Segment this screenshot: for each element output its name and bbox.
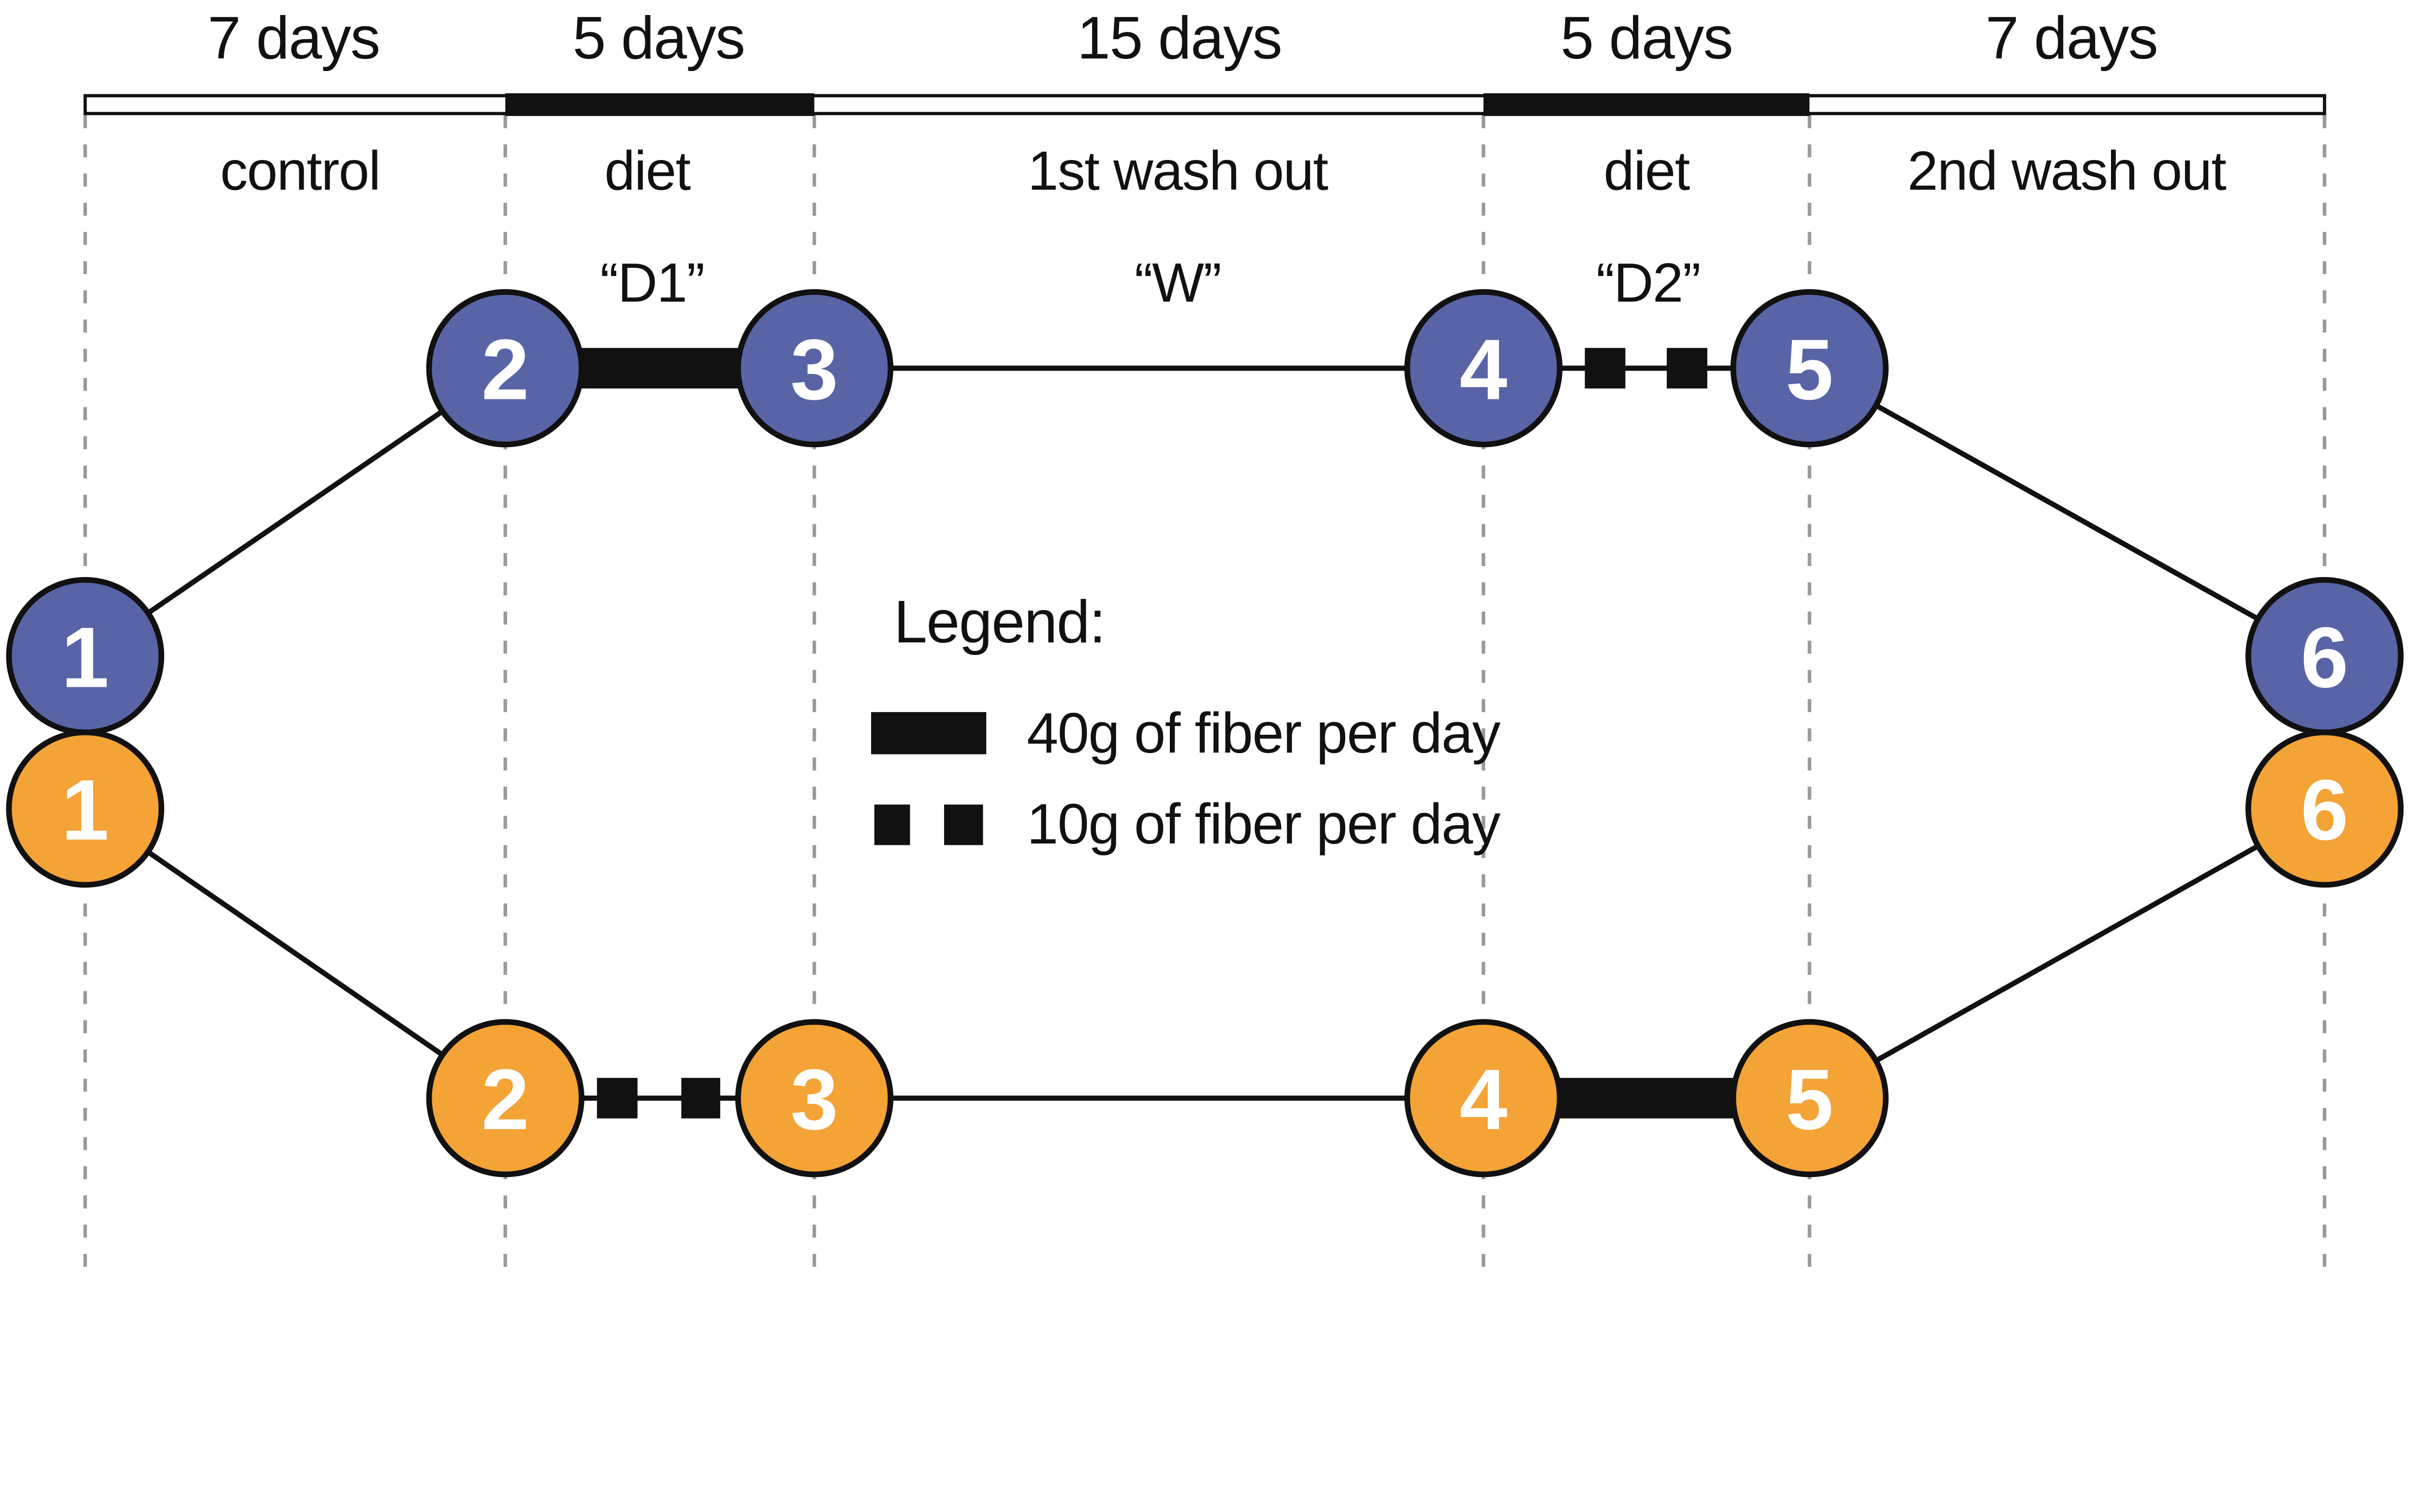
node-orange-6 — [2245, 729, 2404, 888]
node-orange-1-label: 1 — [61, 762, 109, 858]
lowfiber-square-orange-2-3-b — [681, 1077, 720, 1119]
node-orange-3 — [735, 1019, 894, 1178]
edge-blue-1-2 — [84, 366, 507, 658]
legend-40g-marker — [871, 712, 987, 755]
diet1-bar-segment — [505, 93, 815, 116]
node-blue-2-label: 2 — [481, 321, 529, 418]
node-orange-4-label: 4 — [1459, 1051, 1507, 1148]
legend-10g-marker-b — [944, 804, 983, 845]
node-orange-5 — [1730, 1019, 1889, 1178]
duration-label-5: 7 days — [1985, 5, 2157, 72]
node-blue-5 — [1730, 289, 1889, 448]
code-label-d2: “D2” — [1596, 252, 1700, 314]
node-blue-3 — [735, 289, 894, 448]
node-blue-6-label: 6 — [2301, 609, 2348, 705]
node-blue-2 — [426, 289, 584, 448]
phase-label-washout1: 1st wash out — [1028, 141, 1328, 202]
diet2-bar-segment — [1483, 93, 1810, 116]
node-blue-4 — [1404, 289, 1563, 448]
node-orange-3-label: 3 — [790, 1051, 838, 1148]
node-blue-1-label: 1 — [61, 609, 109, 705]
lowfiber-square-blue-4-5-b — [1666, 348, 1707, 389]
node-orange-4 — [1404, 1019, 1563, 1178]
code-label-w: “W” — [1135, 252, 1221, 314]
legend-10g-label: 10g of fiber per day — [1027, 792, 1500, 856]
node-blue-4-label: 4 — [1459, 321, 1507, 418]
legend-10g-marker-a — [874, 804, 910, 845]
code-label-d1: “D1” — [600, 252, 704, 314]
diagram-canvas: 7 days 5 days 15 days 5 days 7 days cont… — [6, 5, 2404, 1269]
node-orange-5-label: 5 — [1786, 1051, 1834, 1148]
duration-label-2: 5 days — [573, 5, 745, 72]
node-orange-6-label: 6 — [2301, 762, 2348, 858]
lowfiber-square-blue-4-5-a — [1585, 348, 1626, 389]
duration-label-1: 7 days — [208, 5, 380, 72]
legend-40g-label: 40g of fiber per day — [1027, 701, 1500, 765]
legend-title: Legend: — [894, 589, 1105, 655]
node-orange-2-label: 2 — [481, 1051, 529, 1148]
node-orange-1 — [6, 729, 164, 888]
lowfiber-square-orange-2-3-a — [597, 1077, 638, 1119]
phase-label-washout2: 2nd wash out — [1907, 141, 2226, 202]
node-orange-2 — [426, 1019, 584, 1178]
phase-label-diet2: diet — [1603, 141, 1689, 202]
edge-orange-5-6 — [1808, 806, 2326, 1101]
timeline-bar — [83, 94, 2327, 116]
node-blue-3-label: 3 — [790, 321, 838, 418]
edge-orange-1-2 — [84, 806, 507, 1101]
duration-label-4: 5 days — [1560, 5, 1733, 72]
edge-blue-5-6 — [1808, 366, 2326, 659]
crossover-study-design-figure: 7 days 5 days 15 days 5 days 7 days cont… — [6, 4, 2404, 1269]
phase-label-diet1: diet — [604, 141, 690, 202]
duration-label-3: 15 days — [1077, 5, 1281, 72]
node-blue-5-label: 5 — [1786, 321, 1834, 418]
phase-label-control: control — [220, 141, 380, 202]
